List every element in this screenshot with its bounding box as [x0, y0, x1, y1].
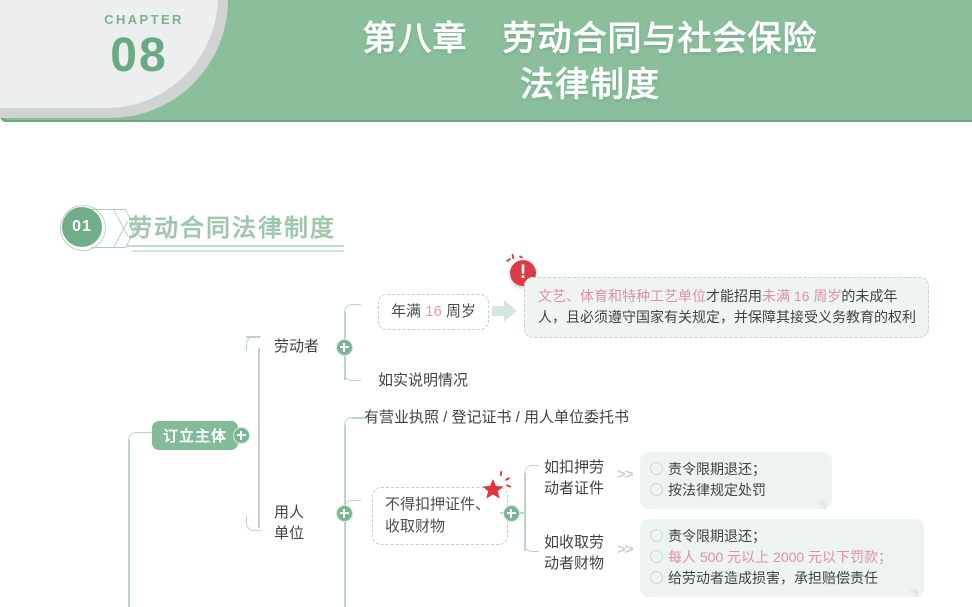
node-no-retain-line2: 收取财物 [385, 518, 446, 535]
callout-penalty-property-text-1: 责令限期退还； [668, 528, 766, 544]
callout-penalty-property-line-3: 给劳动者造成损害，承担赔偿责任 [650, 568, 912, 589]
section-underline-1 [126, 245, 344, 247]
node-root-label[interactable]: 订立主体 [152, 421, 239, 450]
arrow-right-icon [492, 300, 518, 322]
section-index-badge: 01 [62, 207, 102, 247]
callout-penalty-property-text-3: 给劳动者造成损害，承担赔偿责任 [668, 570, 878, 586]
callout-penalty-cert-line-1: 责令限期退还； [650, 459, 820, 480]
star-sparkle-2 [505, 484, 512, 488]
node-min-age-prefix: 年满 [391, 303, 426, 320]
callout-text-rest: 的未成年人，且必须遵守国家有关规定，并保障其接受义务教育的权利 [538, 288, 916, 325]
node-min-age-suffix: 周岁 [441, 303, 477, 320]
callout-highlight-age: 未满 16 周岁 [762, 288, 842, 304]
node-employer-line2: 单位 [274, 525, 305, 542]
chapter-label: CHAPTER [104, 12, 184, 27]
connector-license-stub [352, 417, 364, 419]
node-subitem-retain-cert[interactable]: 如扣押劳 动者证件 [544, 457, 604, 499]
node-employer-label[interactable]: 用人 单位 [274, 502, 304, 544]
connector-license-elbow [344, 417, 361, 428]
node-subitem1-line1: 如扣押劳 [544, 459, 605, 476]
node-subitem1-line2: 动者证件 [544, 480, 605, 497]
expand-no-retain-icon[interactable] [503, 505, 520, 522]
node-employer-line1: 用人 [274, 504, 305, 521]
connector-subitem2-elbow [524, 541, 539, 552]
connector-laborer-elbow [246, 336, 261, 351]
callout-penalty-cert-text-1: 责令限期退还； [668, 461, 766, 477]
double-chevron-icon-1: >> [617, 466, 634, 483]
page-title: 第八章 劳动合同与社会保险 法律制度 [240, 16, 940, 108]
connector-truthful-elbow [344, 370, 361, 381]
bullet-icon [650, 571, 663, 584]
callout-penalty-property: 责令限期退还； 每人 500 元以上 2000 元以下罚款； 给劳动者造成损害，… [640, 519, 924, 598]
section-index-ring [60, 205, 106, 251]
connector-root-spine [258, 348, 260, 528]
callout-penalty-property-line-1: 责令限期退还； [650, 526, 912, 547]
star-sparkle-1 [504, 476, 511, 482]
connector-root-elbow [128, 432, 153, 445]
callout-penalty-cert-line-2: 按法律规定处罚 [650, 480, 820, 501]
expand-laborer-icon[interactable] [336, 339, 353, 356]
section-underline-2 [132, 250, 344, 252]
bullet-icon [650, 529, 663, 542]
callout-text-mid: 才能招用 [706, 288, 762, 304]
sparkle-mark-2 [511, 253, 515, 260]
page-title-line2: 法律制度 [520, 66, 660, 104]
node-truthful-disclosure[interactable]: 如实说明情况 [378, 372, 469, 389]
callout-minor-employment: 文艺、体育和特种工艺单位才能招用未满 16 周岁的未成年人，且必须遵守国家有关规… [524, 277, 929, 338]
callout-penalty-cert: 责令限期退还； 按法律规定处罚 [640, 452, 832, 510]
connector-trunk-vertical [128, 440, 130, 607]
callout-penalty-property-text-2: 每人 500 元以上 2000 元以下罚款； [668, 549, 893, 565]
node-no-retain-box[interactable]: 不得扣押证件、 收取财物 [372, 487, 508, 545]
callout-highlight-units: 文艺、体育和特种工艺单位 [538, 288, 706, 304]
expand-root-icon[interactable] [233, 427, 250, 444]
bullet-icon [650, 483, 663, 496]
node-laborer-label[interactable]: 劳动者 [274, 338, 320, 355]
page-title-line1: 第八章 劳动合同与社会保险 [362, 20, 818, 58]
connector-age-elbow [344, 304, 361, 315]
bullet-icon [650, 550, 663, 563]
node-no-retain-line1: 不得扣押证件、 [385, 496, 491, 513]
chapter-number: 08 [110, 29, 168, 82]
bullet-icon [650, 462, 663, 475]
connector-subitems-spine [524, 473, 526, 551]
double-chevron-icon-2: >> [617, 541, 634, 558]
connector-laborer-stub [246, 336, 260, 338]
connector-employer-elbow [246, 516, 261, 531]
callout-penalty-cert-text-2: 按法律规定处罚 [668, 482, 766, 498]
node-business-license[interactable]: 有营业执照 / 登记证书 / 用人单位委托书 [364, 409, 630, 426]
callout-penalty-property-line-2: 每人 500 元以上 2000 元以下罚款； [650, 547, 912, 568]
connector-subitem1-elbow [524, 465, 539, 476]
chapter-header: CHAPTER 08 第八章 劳动合同与社会保险 法律制度 [0, 0, 972, 128]
expand-employer-icon[interactable] [336, 505, 353, 522]
node-subitem2-line1: 如收取劳 [544, 534, 605, 551]
node-min-age-number: 16 [425, 303, 442, 320]
exclamation-badge-icon [510, 259, 536, 286]
section-title: 劳动合同法律制度 [128, 215, 336, 242]
node-min-age-box[interactable]: 年满 16 周岁 [378, 294, 490, 330]
node-subitem2-line2: 动者财物 [544, 555, 605, 572]
red-star-icon [480, 476, 506, 502]
node-subitem-collect-property[interactable]: 如收取劳 动者财物 [544, 532, 604, 574]
